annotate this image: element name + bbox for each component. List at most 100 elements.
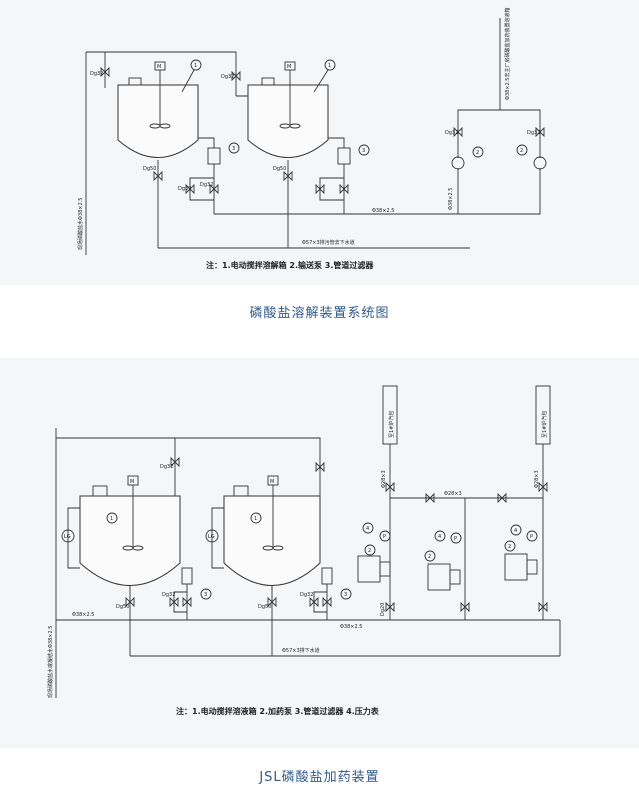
valve-icon	[100, 66, 110, 78]
motor-label: M	[270, 479, 274, 485]
agitator-blade	[272, 545, 284, 551]
p-label: P	[454, 536, 457, 542]
pipe-filter-2	[337, 147, 351, 165]
valve-icon	[315, 461, 325, 473]
dosing-pump-1	[357, 555, 381, 583]
pipe-vertical-label: Φ38×2.5	[448, 188, 454, 210]
leader-line	[181, 69, 195, 93]
p-label: P	[530, 534, 533, 540]
jsl-phosphate-dosing-diagram: 现场磷酸盐水或凝结水Φ38×2.5 Dg32 M 1 LG M 1 LG Dg5…	[47, 385, 561, 716]
dg32-label: Dg32	[445, 130, 458, 136]
valve-icon	[425, 492, 435, 504]
water-supply-label: 现场磷酸盐水或凝结水Φ38×2.5	[47, 626, 54, 698]
dg50-label: Dg50	[116, 604, 129, 610]
top-caption: 磷酸盐溶解装置系统图	[249, 306, 390, 321]
dg50-label: Dg50	[258, 604, 271, 610]
to-boiler-label-1: 至1#炉汽包	[388, 411, 395, 438]
dg32-label: Dg32	[300, 592, 313, 598]
callout-3	[200, 588, 212, 600]
pipe-filter-1	[207, 147, 221, 165]
callout-2-label: 2	[428, 554, 431, 560]
callout-3-label: 3	[232, 146, 235, 152]
callout-3	[340, 588, 352, 600]
callout-4	[510, 524, 522, 536]
callout-4-label: 4	[438, 534, 441, 540]
valve-icon	[170, 456, 180, 468]
valve-icon	[169, 596, 179, 608]
main-pipe	[214, 168, 541, 215]
pump-loop	[457, 109, 541, 158]
callout-1-label: 1	[110, 516, 113, 522]
motor-label: M	[130, 479, 134, 485]
dg32-label: Dg32	[200, 182, 213, 188]
pipe-filter-1	[181, 567, 193, 585]
callout-2	[364, 544, 376, 556]
dg20-label: Dg20	[380, 603, 386, 616]
dg32-label: Dg32	[178, 186, 191, 192]
pipe-main2-label: Φ38×2.5	[340, 624, 362, 630]
solution-tank-2	[223, 495, 321, 586]
callout-2	[504, 540, 516, 552]
valve-icon	[153, 170, 163, 182]
valve-icon	[497, 492, 507, 504]
valve-icon	[209, 183, 219, 195]
tank-hatch	[128, 77, 142, 86]
agitator-blade	[289, 123, 301, 129]
dosing-pump-2	[427, 563, 451, 591]
callout-1-label: 1	[254, 516, 257, 522]
callout-3	[228, 142, 240, 154]
dg32-label: Dg32	[160, 464, 173, 470]
motor-label: M	[287, 64, 291, 70]
valve-icon	[185, 183, 195, 195]
pipe-main-label: Φ38×2.5	[72, 612, 94, 618]
water-supply-label: 现场磷酸盐水Φ38×2.5	[77, 198, 84, 250]
valve-icon	[125, 596, 135, 608]
callout-1	[324, 59, 336, 71]
p-label: P	[383, 534, 386, 540]
top-note: 注：1.电动搅拌溶解箱 2.输送泵 3.管道过滤器	[206, 260, 374, 270]
callout-3	[358, 144, 370, 156]
valve-icon	[460, 601, 470, 613]
valve-icon	[283, 170, 293, 182]
header-pipe	[86, 51, 237, 96]
filter2-pipe	[328, 137, 345, 148]
callout-4	[362, 522, 374, 534]
tank-hatch	[261, 77, 275, 86]
callout-4-label: 4	[514, 528, 517, 534]
pump-head	[449, 569, 461, 585]
filter1-pipe	[198, 137, 215, 148]
transfer-pump-1	[451, 156, 465, 170]
callout-1-label: 1	[194, 63, 197, 69]
callout-1-label: 1	[328, 63, 331, 69]
phosphate-dissolving-system-panel: 现场磷酸盐水Φ38×2.5 Dg32 Dg32 M 1 M 1 Dg50 Dg5…	[0, 0, 639, 285]
callout-2	[424, 550, 436, 562]
callout-3-label: 3	[204, 592, 207, 598]
callout-1	[106, 512, 118, 524]
valve-icon	[309, 596, 319, 608]
lg-label: LG	[64, 534, 71, 540]
valve-icon	[231, 70, 241, 82]
leader-line	[313, 69, 329, 93]
to-dosing-label: Φ38×2.5去主厂房磷酸盐加药装置溶液箱	[504, 8, 511, 100]
valve-icon	[385, 481, 395, 493]
dissolving-tank-2	[247, 84, 329, 158]
level-gauge-2	[211, 507, 224, 569]
callout-2-label: 2	[508, 544, 511, 550]
callout-2-label: 2	[476, 150, 479, 156]
callout-3-label: 3	[362, 148, 365, 154]
level-gauge-1	[67, 507, 80, 569]
valve-icon	[385, 601, 395, 613]
pump-head	[379, 561, 391, 577]
dg32-label: Dg32	[527, 130, 540, 136]
bypass-2	[319, 164, 345, 201]
callout-1	[190, 59, 202, 71]
tank-hatch	[233, 485, 249, 497]
valve-icon	[538, 601, 548, 613]
valve-icon	[322, 596, 332, 608]
dg50-label: Dg50	[273, 166, 286, 172]
to-boiler-label-2: 至1#炉汽包	[541, 411, 548, 438]
callout-2	[516, 144, 528, 156]
pressure-gauge	[526, 530, 538, 542]
bottom-note: 注：1.电动搅拌溶液箱 2.加药泵 3.管道过滤器 4.压力表	[176, 706, 380, 716]
callout-2-label: 2	[368, 548, 371, 554]
